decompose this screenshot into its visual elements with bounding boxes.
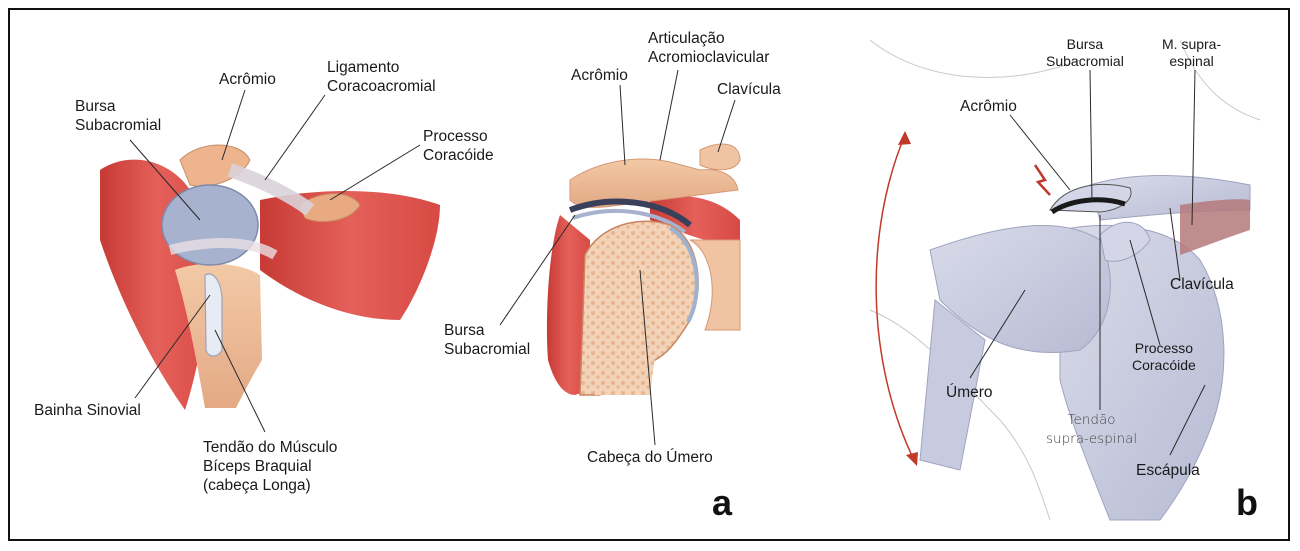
leader-a2-acromio <box>619 84 626 166</box>
background-contour-3 <box>869 309 1051 521</box>
label-processo-left: Processo Coracóide <box>423 127 494 165</box>
leader-b-processo <box>1129 239 1161 346</box>
label-tendao-line1: Tendão do Músculo <box>203 439 338 456</box>
label-processo-b-line1: Processo <box>1134 340 1194 356</box>
label-clavicula-right: Clavícula <box>717 81 781 98</box>
leader-b-umero <box>969 289 1026 379</box>
leader-a-processo <box>329 144 421 201</box>
biceps-sheath <box>204 273 223 357</box>
leader-a-tendao <box>214 329 266 433</box>
subacromial-bursa-inner <box>572 208 687 234</box>
motion-arc-arrow-bottom <box>906 452 918 466</box>
label-processo-b-line2: Coracóide <box>1132 357 1196 373</box>
leader-a2-bursa <box>499 214 576 326</box>
label-processo-left-line2: Coracóide <box>423 147 494 164</box>
leader-b-clavicula <box>1169 207 1181 281</box>
label-processo-left-line1: Processo <box>423 128 488 145</box>
deltoid-muscle-right <box>546 215 590 395</box>
label-tendao-b-line1: Tendão <box>1067 412 1116 428</box>
coracoid-b <box>1099 221 1151 262</box>
label-articulacao-line1: Articulação <box>648 30 725 47</box>
label-bursa-right-line2: Subacromial <box>444 341 531 358</box>
humeral-shaft <box>590 350 655 395</box>
label-bursa-b-line2: Subacromial <box>1046 53 1124 69</box>
leader-a2-cabeca <box>639 269 656 446</box>
leader-a-bainha <box>134 294 211 399</box>
leader-a2-clavicula <box>717 99 736 153</box>
bursa-b <box>1050 197 1126 215</box>
label-acromio-left: Acrômio <box>219 71 276 88</box>
coronal-section-drawing <box>546 143 741 396</box>
label-bursa-left-line2: Subacromial <box>75 117 162 134</box>
acromion-right <box>569 158 739 208</box>
label-escapula-b: Escápula <box>1136 462 1200 479</box>
label-tendao-line2: Bíceps Braquial <box>203 458 312 475</box>
clavicle-right <box>699 143 741 171</box>
label-ligamento-line2: Coracoacromial <box>327 78 436 95</box>
label-articulacao: Articulação Acromioclavicular <box>648 29 769 67</box>
label-acromio-b: Acrômio <box>960 98 1017 115</box>
label-ligamento: Ligamento Coracoacromial <box>327 58 436 96</box>
leader-b-acromio <box>1009 114 1071 191</box>
label-supra-line2: espinal <box>1169 53 1214 69</box>
motion-arc <box>875 134 916 463</box>
panel-letter-a: a <box>712 482 733 523</box>
subacromial-bursa-right <box>568 198 692 228</box>
label-tendao-supraespinal: Tendão supra-espinal <box>1046 411 1137 449</box>
label-clavicula-b: Clavícula <box>1170 276 1234 293</box>
leader-a-ligamento <box>264 94 326 181</box>
panel-b-drawing <box>869 39 1261 521</box>
label-umero-b: Úmero <box>946 384 993 401</box>
label-ligamento-line1: Ligamento <box>327 59 400 76</box>
label-tendao-biceps: Tendão do Músculo Bíceps Braquial (cabeç… <box>203 438 337 495</box>
label-acromio-right: Acrômio <box>571 67 628 84</box>
leader-lines <box>129 69 1206 456</box>
supraspinatus-muscle <box>650 196 740 245</box>
label-articulacao-line2: Acromioclavicular <box>648 49 770 66</box>
label-tendao-line3: (cabeça Longa) <box>203 477 311 494</box>
label-bursa-right-line1: Bursa <box>444 322 485 339</box>
panel-letter-b: b <box>1236 482 1258 523</box>
impingement-mark <box>1033 164 1051 196</box>
leader-a-bursa <box>129 139 201 221</box>
label-supraespinal-muscle: M. supra- espinal <box>1162 36 1221 70</box>
label-bursa-b-line1: Bursa <box>1066 36 1104 52</box>
leader-b-supra <box>1191 69 1196 226</box>
label-bainha: Bainha Sinovial <box>34 402 141 419</box>
label-bursa-left: Bursa Subacromial <box>75 97 161 135</box>
label-cabeca-umero: Cabeça do Úmero <box>587 449 713 466</box>
label-supra-line1: M. supra- <box>1162 36 1222 52</box>
label-processo-b: Processo Coracóide <box>1132 340 1196 374</box>
label-bursa-left-line1: Bursa <box>75 98 116 115</box>
glenoid <box>689 239 741 331</box>
anterior-shoulder-drawing <box>100 144 440 410</box>
label-bursa-right: Bursa Subacromial <box>444 321 530 359</box>
humerus-shaft-b <box>919 299 986 471</box>
joint-capsule <box>168 238 278 260</box>
ligament-band <box>227 163 315 216</box>
coracoid-left <box>299 193 361 223</box>
leader-a-acromio <box>221 89 246 161</box>
pectoral-muscle <box>260 190 440 320</box>
label-tendao-b-line2: supra-espinal <box>1046 431 1138 447</box>
supraspinatus-b <box>1180 199 1250 255</box>
leader-a2-articulacao <box>659 69 679 161</box>
leader-b-bursa <box>1089 69 1093 201</box>
label-bursa-b: Bursa Subacromial <box>1046 36 1124 70</box>
leader-b-escapula <box>1169 384 1206 456</box>
motion-arc-arrow-top <box>898 131 911 145</box>
background-contour-1 <box>869 39 1081 78</box>
cartilage <box>668 226 699 323</box>
background-contour-2 <box>1179 39 1261 121</box>
